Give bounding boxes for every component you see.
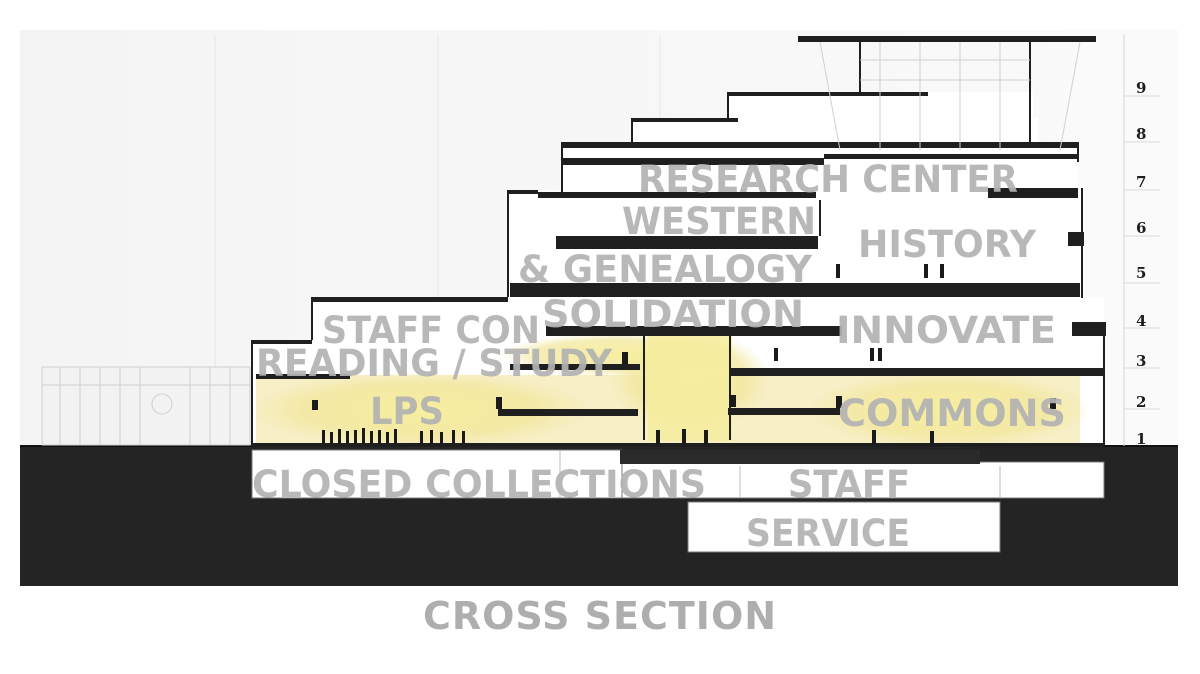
label-western: WESTERN [622, 200, 816, 243]
walls [251, 40, 1105, 446]
level-6: 6 [1136, 219, 1146, 237]
level-5: 5 [1136, 264, 1146, 282]
label-staff: STAFF [788, 463, 910, 506]
people-silhouettes [312, 264, 1056, 444]
adjacent-building [41, 366, 251, 446]
label-closed-collections: CLOSED COLLECTIONS [252, 463, 706, 506]
label-lps: LPS [370, 390, 444, 433]
label-solidation: SOLIDATION [542, 293, 804, 336]
label-staff-con: STAFF CON [322, 309, 540, 352]
level-markers: 9 8 7 6 5 4 3 2 1 [1123, 34, 1160, 448]
level-9: 9 [1136, 79, 1146, 97]
level-7: 7 [1136, 173, 1146, 191]
program-labels: RESEARCH CENTER WESTERN HISTORY & GENEAL… [252, 158, 1066, 555]
label-commons: COMMONS [838, 392, 1066, 435]
floor-slabs [252, 36, 1106, 447]
label-service: SERVICE [746, 512, 910, 555]
label-reading-study: READING / STUDY [256, 342, 613, 385]
label-innovate: INNOVATE [836, 309, 1056, 352]
basement-room-service [687, 501, 1001, 553]
level-3: 3 [1136, 352, 1146, 370]
basement-room-staff [621, 461, 1105, 499]
level-1: 1 [1136, 430, 1146, 448]
label-genealogy: & GENEALOGY [518, 248, 813, 291]
atrium-light [250, 330, 1090, 448]
level-8: 8 [1136, 125, 1146, 143]
basement-slab [620, 450, 980, 464]
drawing-title: CROSS SECTION [422, 594, 778, 638]
facade-mullions [819, 41, 1081, 151]
label-history: HISTORY [858, 223, 1037, 266]
label-research-center: RESEARCH CENTER [638, 158, 1018, 201]
basement-details [559, 450, 1001, 498]
level-4: 4 [1136, 312, 1146, 330]
level-2: 2 [1136, 393, 1146, 411]
